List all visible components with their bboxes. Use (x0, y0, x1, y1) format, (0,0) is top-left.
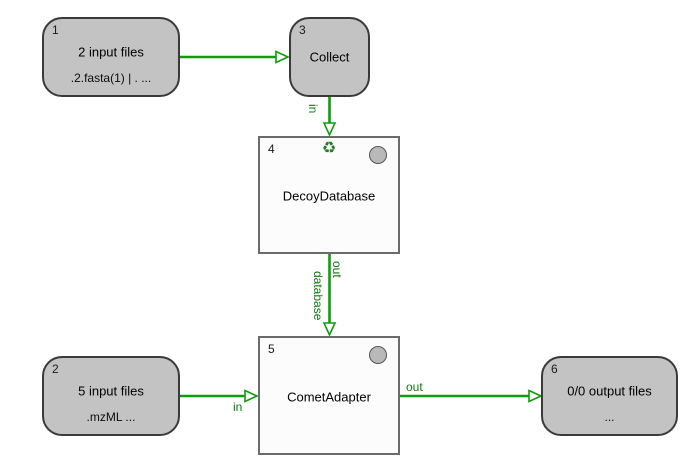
node-title: DecoyDatabase (282, 188, 376, 204)
edge-label-database: database (311, 271, 325, 321)
edge-label-in: in (306, 104, 320, 113)
arrowhead-icon (322, 122, 337, 137)
edge-label-out: out (406, 380, 423, 394)
edge-collect-to-decoy[interactable]: in (306, 97, 337, 137)
node-title: CometAdapter (287, 389, 371, 405)
arrowhead-icon (322, 322, 337, 337)
edge-input1-to-collect[interactable] (180, 50, 290, 64)
node-title: 5 input files (78, 383, 144, 399)
node-collect[interactable]: 3 Collect (289, 17, 370, 97)
arrowhead-icon (275, 50, 290, 64)
recycle-icon: ♻ (321, 140, 337, 157)
node-number: 5 (268, 342, 275, 356)
node-title: 0/0 output files (567, 383, 652, 399)
node-title: Collect (309, 49, 350, 65)
edge-input2-to-comet[interactable]: in (180, 389, 259, 415)
node-input-files-1[interactable]: 1 2 input files .2.fasta(1) | . ... (42, 17, 180, 97)
edge-comet-to-output[interactable]: out (400, 380, 543, 403)
node-decoydatabase[interactable]: 4 ♻ DecoyDatabase (258, 136, 400, 254)
node-output-files[interactable]: 6 0/0 output files ... (541, 356, 678, 436)
node-subtitle: .2.fasta(1) | . ... (70, 71, 152, 86)
edge-label-out: out (330, 261, 344, 278)
node-cometadapter[interactable]: 5 CometAdapter (258, 336, 400, 455)
arrowhead-icon (244, 389, 259, 403)
edge-label-in: in (233, 400, 242, 414)
node-number: 6 (551, 362, 558, 376)
status-indicator-icon (369, 346, 387, 364)
node-number: 3 (299, 23, 306, 37)
arrowhead-icon (528, 389, 543, 403)
node-number: 1 (52, 23, 59, 37)
node-subtitle: ... (604, 410, 615, 425)
edge-decoy-to-comet[interactable]: out database (311, 254, 344, 337)
node-title: 2 input files (78, 44, 144, 60)
node-number: 4 (268, 142, 275, 156)
node-number: 2 (52, 362, 59, 376)
status-indicator-icon (369, 146, 387, 164)
node-input-files-2[interactable]: 2 5 input files .mzML ... (42, 356, 180, 436)
node-subtitle: .mzML ... (86, 410, 136, 425)
